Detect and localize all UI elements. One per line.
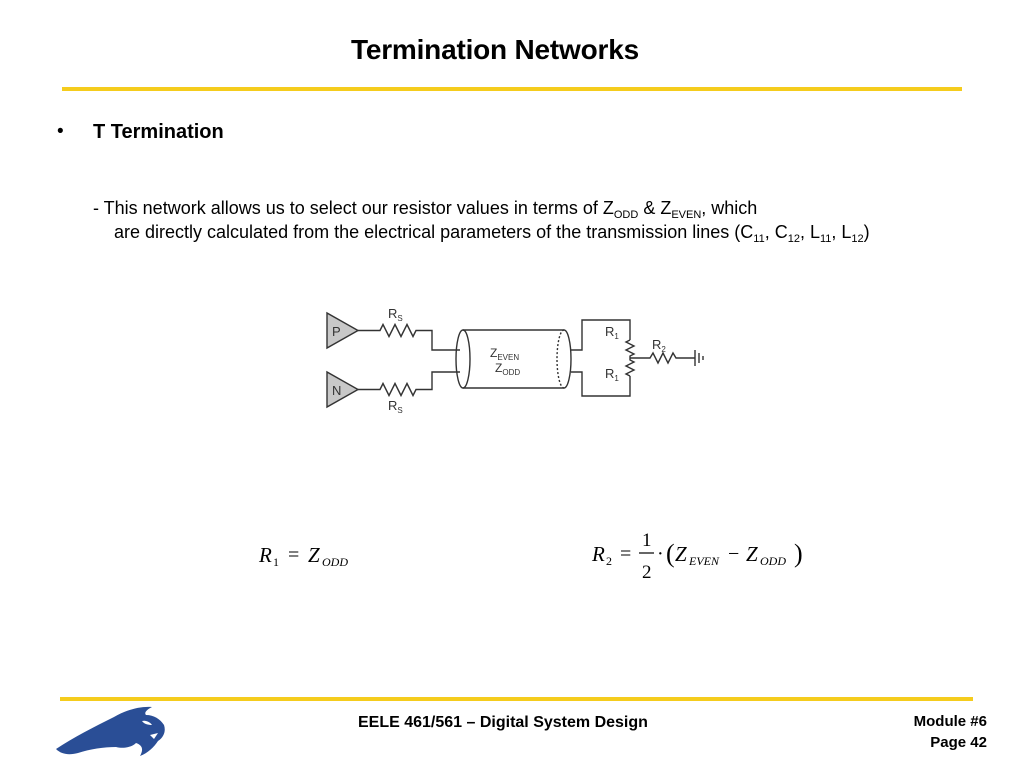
ground-icon [694, 350, 704, 366]
rs-top-sub: S [397, 314, 402, 323]
r1-bottom-r: R [605, 366, 614, 381]
driver-p-triangle [326, 311, 360, 350]
slide-title: Termination Networks [351, 34, 639, 65]
subscript: 12 [787, 233, 800, 245]
r2-sub: 2 [661, 345, 666, 354]
driver-p-label: P [332, 324, 341, 339]
tline-right-end [563, 329, 572, 389]
eq2-lparen: ( [666, 539, 675, 568]
bullet-heading: T Termination [93, 121, 224, 143]
bobcat-logo-icon [56, 706, 165, 756]
eq1-lhs-sub: 1 [273, 555, 279, 569]
zeven-label: ZEVEN [490, 346, 519, 362]
eq1-equals: = [288, 544, 299, 566]
text-run: , L [799, 222, 820, 242]
title-divider [62, 87, 962, 91]
eq1-rhs-sub: ODD [322, 555, 348, 569]
r2-resistor [630, 351, 695, 365]
footer-course: EELE 461/561 – Digital System Design [358, 714, 648, 731]
footer-divider [60, 697, 973, 701]
tline-right-hidden [556, 329, 565, 389]
r2-r: R [652, 337, 661, 352]
footer-module: Module #6 [913, 713, 987, 730]
eq2-z-odd-sub: ODD [760, 554, 786, 568]
rs-bottom-r: R [388, 398, 397, 413]
rs-bottom-sub: S [397, 406, 402, 415]
eq1-rhs: Z [308, 543, 320, 567]
eq2-lhs-sub: 2 [606, 554, 612, 568]
eq2-dot: · [657, 543, 664, 565]
subscript: ODD [613, 209, 639, 221]
subscript: 12 [851, 233, 864, 245]
zodd-sub: ODD [502, 368, 520, 377]
zodd-label: ZODD [495, 361, 520, 377]
eq2-equals: = [620, 543, 631, 565]
description-line-1: - This network allows us to select our r… [93, 196, 993, 221]
subscript: EVEN [671, 209, 702, 221]
r1-top-sub: 1 [614, 332, 619, 341]
out-bottom-trace [571, 371, 631, 397]
out-top-trace [571, 319, 631, 351]
eq2-rparen: ) [794, 539, 803, 568]
r1-top-label: R1 [605, 324, 619, 341]
r1-bottom-label: R1 [605, 366, 619, 383]
rs-top-r: R [388, 306, 397, 321]
text-run: - This network allows us to select our r… [93, 198, 614, 218]
eq2-lhs: R [591, 542, 605, 566]
r2-label: R2 [652, 337, 666, 354]
eq2-z-odd: Z [746, 542, 758, 566]
tline-body [463, 329, 564, 389]
zodd-z: Z [495, 361, 502, 375]
zeven-z: Z [490, 346, 497, 360]
tline-left-end [455, 329, 471, 389]
t-termination-circuit: P N RS RS ZEVEN ZODD R1 R1 R2 [326, 306, 704, 415]
equation-r2: R 2 = 1 2 · ( Z EVEN − Z ODD ) [591, 530, 803, 583]
text-run: are directly calculated from the electri… [114, 222, 754, 242]
r1-bottom-sub: 1 [614, 374, 619, 383]
description-paragraph: - This network allows us to select our r… [93, 196, 993, 245]
subscript: 11 [753, 233, 765, 245]
text-run: ) [863, 222, 870, 242]
text-run: , which [701, 198, 758, 218]
driver-n-triangle [326, 370, 360, 409]
rs-top-label: RS [388, 306, 403, 323]
equation-r1: R 1 = Z ODD [258, 543, 348, 569]
eq2-numerator: 1 [642, 530, 652, 551]
r1-top-resistor [624, 339, 636, 358]
text-run: , C [764, 222, 788, 242]
subscript: 11 [819, 233, 832, 245]
top-trace [358, 322, 460, 351]
footer-page: Page 42 [930, 734, 987, 751]
driver-n-label: N [332, 383, 341, 398]
eq1-lhs: R [258, 543, 272, 567]
eq2-z-even: Z [675, 542, 687, 566]
eq2-denominator: 2 [642, 562, 652, 583]
text-run: & Z [638, 198, 672, 218]
eq2-z-even-sub: EVEN [688, 554, 720, 568]
footer-page-info: Module #6 Page 42 [914, 711, 987, 753]
rs-bottom-label: RS [388, 398, 403, 415]
text-run: , L [831, 222, 852, 242]
description-line-2: are directly calculated from the electri… [93, 220, 993, 245]
bullet-marker: • [57, 121, 64, 142]
r1-top-r: R [605, 324, 614, 339]
zeven-sub: EVEN [497, 353, 519, 362]
bottom-trace [358, 371, 460, 398]
r1-bottom-resistor [624, 358, 636, 377]
eq2-minus: − [728, 543, 739, 565]
